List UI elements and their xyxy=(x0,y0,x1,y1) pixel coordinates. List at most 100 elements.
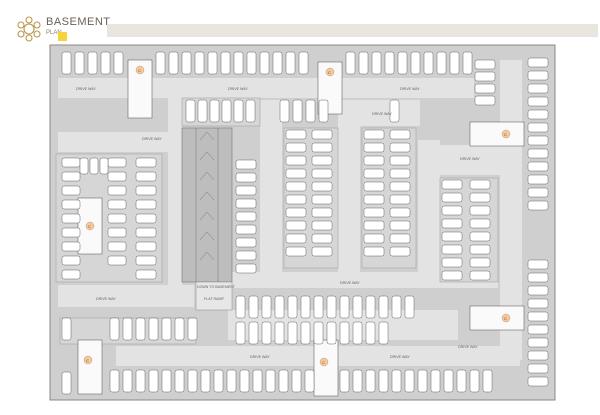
logo-icon xyxy=(17,16,41,42)
parked-car xyxy=(404,369,415,393)
parked-car xyxy=(235,263,257,274)
parked-car xyxy=(527,376,549,387)
parked-car xyxy=(311,168,333,179)
parked-car xyxy=(474,59,496,70)
parked-car xyxy=(311,246,333,257)
parked-car xyxy=(79,157,89,175)
parked-car xyxy=(285,142,307,153)
parked-car xyxy=(61,371,72,395)
parked-car xyxy=(389,155,411,166)
parked-car xyxy=(61,269,81,280)
parked-car xyxy=(311,155,333,166)
parked-car xyxy=(233,99,244,123)
parked-car xyxy=(148,369,159,393)
parked-car xyxy=(363,220,385,231)
parked-car xyxy=(352,369,363,393)
parked-car xyxy=(109,369,120,393)
parked-car xyxy=(209,99,220,123)
core-label: C xyxy=(504,132,507,137)
parked-car xyxy=(389,233,411,244)
parked-car xyxy=(89,157,99,175)
parked-car xyxy=(441,231,463,242)
parked-car xyxy=(423,51,434,75)
parked-car xyxy=(135,317,146,341)
parked-car xyxy=(527,285,549,296)
parked-car xyxy=(482,369,493,393)
parked-car xyxy=(274,295,285,319)
parked-car xyxy=(527,161,549,172)
parked-car xyxy=(363,181,385,192)
core-label: C xyxy=(504,316,507,321)
parked-car xyxy=(107,241,127,252)
parked-car xyxy=(155,51,166,75)
parked-car xyxy=(410,51,421,75)
parked-car xyxy=(285,155,307,166)
parked-car xyxy=(265,369,276,393)
parked-car xyxy=(181,51,192,75)
parked-car xyxy=(300,295,311,319)
parked-car xyxy=(363,207,385,218)
parked-car xyxy=(61,157,81,168)
parked-car xyxy=(274,321,285,345)
parked-car xyxy=(285,194,307,205)
parked-car xyxy=(135,241,157,252)
parked-car xyxy=(441,244,463,255)
parked-car xyxy=(527,135,549,146)
parked-car xyxy=(527,311,549,322)
drive-way-label: DRIVE WAY xyxy=(250,355,270,359)
parked-car xyxy=(135,227,157,238)
parking-cars xyxy=(61,51,549,395)
parked-car xyxy=(107,185,127,196)
parked-car xyxy=(285,181,307,192)
parked-car xyxy=(235,321,246,345)
parked-car xyxy=(235,159,257,170)
parked-car xyxy=(261,321,272,345)
parked-car xyxy=(326,295,337,319)
parked-car xyxy=(135,199,157,210)
parked-car xyxy=(135,255,157,266)
parked-car xyxy=(441,205,463,216)
parked-car xyxy=(100,51,111,75)
parked-car xyxy=(161,369,172,393)
parked-car xyxy=(527,109,549,120)
parked-car xyxy=(261,295,272,319)
header-banner xyxy=(107,24,598,37)
parked-car xyxy=(462,51,473,75)
parked-car xyxy=(233,51,244,75)
parked-car xyxy=(187,369,198,393)
parked-car xyxy=(107,227,127,238)
parked-car xyxy=(527,70,549,81)
parked-car xyxy=(200,369,211,393)
drive-way-labels: DRIVE WAY DRIVE WAY DRIVE WAY DRIVE WAY … xyxy=(76,87,480,359)
parked-car xyxy=(318,99,329,123)
parked-car xyxy=(365,321,376,345)
parked-car xyxy=(456,369,467,393)
parked-car xyxy=(469,179,491,190)
parked-car xyxy=(109,317,120,341)
core-label: C xyxy=(138,68,141,73)
parked-car xyxy=(107,157,127,168)
parked-car xyxy=(352,295,363,319)
parked-car xyxy=(469,231,491,242)
parked-car xyxy=(311,233,333,244)
parked-car xyxy=(391,369,402,393)
drive-way-label: DRIVE WAY xyxy=(372,112,392,116)
drive-way-label: DRIVE WAY xyxy=(340,281,360,285)
parked-car xyxy=(135,157,157,168)
parked-car xyxy=(527,148,549,159)
parked-car xyxy=(197,99,208,123)
parked-car xyxy=(363,155,385,166)
parked-car xyxy=(384,51,395,75)
parked-car xyxy=(285,246,307,257)
parked-car xyxy=(272,51,283,75)
parked-car xyxy=(363,168,385,179)
parked-car xyxy=(235,198,257,209)
core-label: C xyxy=(322,360,325,365)
parked-car xyxy=(469,192,491,203)
parked-car xyxy=(235,237,257,248)
parked-car xyxy=(107,255,127,266)
drive-way-label: DRIVE WAY xyxy=(400,87,420,91)
parked-car xyxy=(443,369,454,393)
parked-car xyxy=(298,51,309,75)
parked-car xyxy=(235,185,257,196)
